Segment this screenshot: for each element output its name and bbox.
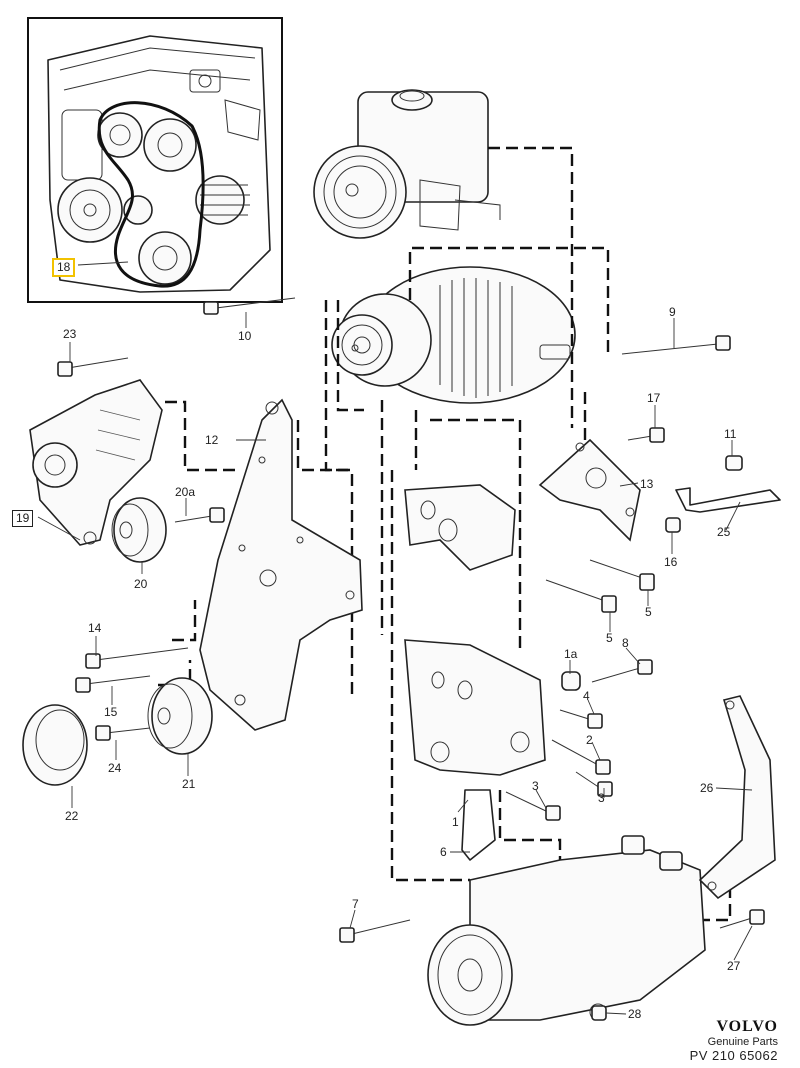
callout-3-right[interactable]: 3 [598, 791, 605, 805]
pulley-cover-22 [22, 704, 88, 786]
inset-engine-view [27, 17, 283, 303]
brand-subtitle: Genuine Parts [707, 1036, 778, 1048]
idler-pulley-20 [111, 497, 167, 563]
callout-20a[interactable]: 20a [175, 485, 196, 499]
callout-4[interactable]: 4 [583, 689, 590, 703]
volvo-logo: VOLVO [716, 1018, 778, 1035]
callout-5-upper[interactable]: 5 [645, 605, 652, 619]
leader-lines [37, 312, 753, 1015]
callout-1a[interactable]: 1a [564, 647, 578, 661]
callout-23[interactable]: 23 [63, 327, 77, 341]
callout-5-lower[interactable]: 5 [606, 631, 613, 645]
callout-16[interactable]: 16 [664, 555, 678, 569]
callout-27[interactable]: 27 [727, 959, 741, 973]
callout-2[interactable]: 2 [586, 733, 593, 747]
callout-7[interactable]: 7 [352, 897, 359, 911]
callout-9[interactable]: 9 [669, 305, 676, 319]
callout-26[interactable]: 26 [700, 781, 714, 795]
brand-block: VOLVO Genuine Parts PV 210 65062 [690, 1018, 778, 1063]
assembly-lines [158, 146, 732, 922]
alternator [331, 266, 576, 404]
support-arm-26 [698, 695, 776, 900]
callout-24[interactable]: 24 [108, 761, 122, 775]
callout-10[interactable]: 10 [238, 329, 252, 343]
callout-22[interactable]: 22 [65, 809, 79, 823]
callout-25[interactable]: 25 [717, 525, 731, 539]
callout-12[interactable]: 12 [205, 433, 219, 447]
support-bracket-13 [538, 438, 641, 542]
bracket-25 [675, 487, 781, 513]
callout-15[interactable]: 15 [104, 705, 118, 719]
callout-8[interactable]: 8 [622, 636, 629, 650]
idler-pulley-21 [147, 677, 213, 755]
callout-11[interactable]: 11 [724, 427, 737, 441]
power-steering-pump [313, 89, 501, 239]
callout-18[interactable]: 18 [52, 258, 76, 277]
callout-19[interactable]: 19 [12, 510, 34, 527]
ac-compressor [427, 835, 706, 1026]
callout-13[interactable]: 13 [640, 477, 654, 491]
callout-1[interactable]: 1 [452, 815, 459, 829]
callout-6[interactable]: 6 [440, 845, 447, 859]
callout-28[interactable]: 28 [628, 1007, 642, 1021]
callout-20[interactable]: 20 [134, 577, 148, 591]
callout-17[interactable]: 17 [647, 391, 661, 405]
bolts [57, 297, 765, 1021]
diagram-reference: PV 210 65062 [689, 1048, 778, 1063]
belt-tensioner-19 [29, 379, 163, 546]
callout-3-center[interactable]: 3 [532, 779, 539, 793]
callout-21[interactable]: 21 [182, 777, 196, 791]
center-bracket [404, 484, 546, 861]
callout-14[interactable]: 14 [88, 621, 102, 635]
main-bracket [199, 398, 363, 731]
